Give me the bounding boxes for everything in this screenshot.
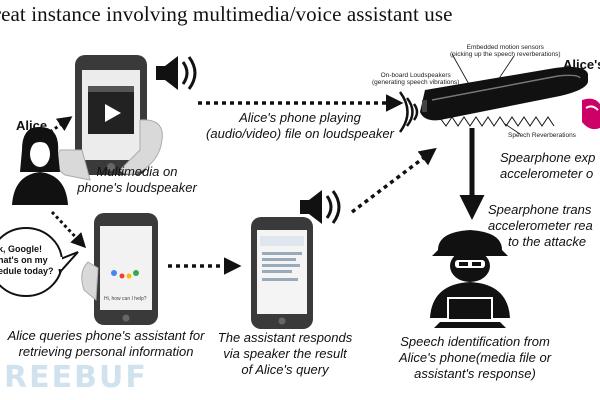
diagram-title: reat instance involving multimedia/voice… bbox=[0, 2, 453, 26]
alices-label: Alice's bbox=[563, 57, 600, 72]
spearphone-device bbox=[420, 53, 588, 135]
speaker-icon-bottom bbox=[300, 190, 341, 224]
responds-caption: The assistant responds via speaker the r… bbox=[217, 330, 353, 377]
speech-bubble bbox=[0, 227, 79, 297]
watermark: REEBUF bbox=[4, 360, 148, 395]
multimedia-caption: Multimedia on phone's loudspeaker bbox=[77, 164, 197, 195]
bubble-text: k, Google! hat's on my edule today? bbox=[0, 244, 54, 276]
speech-id-caption: Speech identification from Alice's phone… bbox=[398, 334, 552, 381]
vibration-waves bbox=[398, 91, 419, 133]
phone-assistant bbox=[81, 213, 158, 325]
speaker-icon-top bbox=[156, 56, 197, 90]
onboard-label: On-board Loudspeakers (generating speech… bbox=[372, 72, 460, 86]
spearphone-transmit-caption: Spearphone trans accelerometer rea to th… bbox=[488, 202, 593, 249]
alice-figure-right bbox=[582, 98, 600, 130]
attacker-icon bbox=[430, 230, 510, 328]
alice-avatar bbox=[12, 126, 68, 205]
phone-multimedia bbox=[55, 55, 163, 181]
embedded-label: Embedded motion sensors (picking up the … bbox=[450, 44, 561, 58]
phone-responding bbox=[251, 217, 313, 329]
reverb-label: Speech Reverberations bbox=[508, 132, 576, 139]
spearphone-exploit-caption: Spearphone exp accelerometer o bbox=[500, 150, 596, 181]
playing-caption: Alice's phone playing (audio/video) file… bbox=[206, 110, 394, 141]
alice-label: Alice bbox=[16, 118, 48, 133]
query-caption: Alice queries phone's assistant for retr… bbox=[7, 328, 205, 359]
assistant-prompt: Hi, how can I help? bbox=[104, 296, 147, 302]
